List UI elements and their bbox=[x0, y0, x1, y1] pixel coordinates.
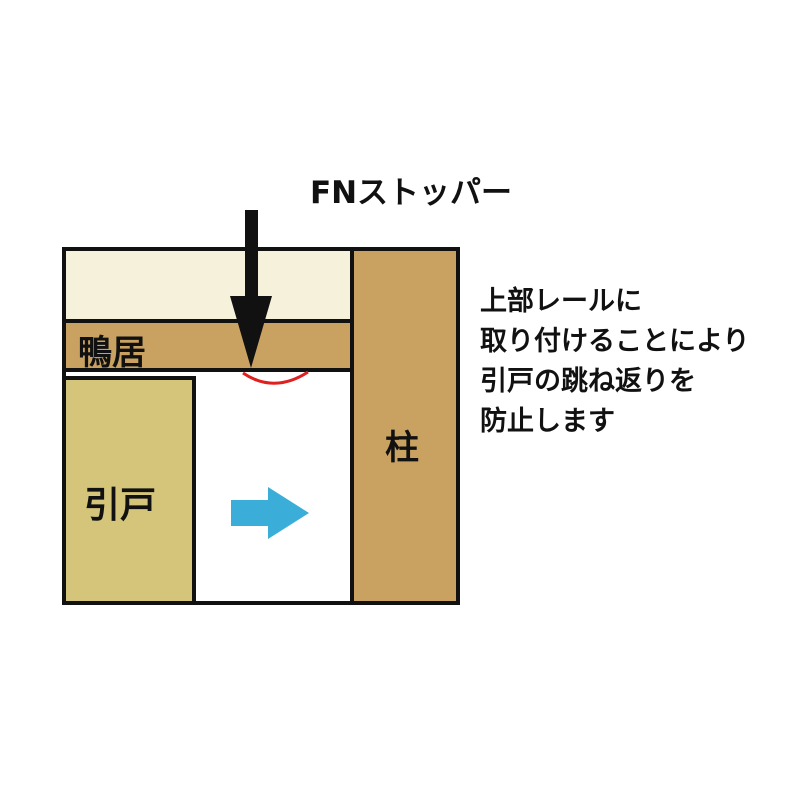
stopper-label: FNストッパー bbox=[309, 175, 513, 211]
down-arrow-icon bbox=[230, 210, 272, 368]
description-line: 取り付けることにより bbox=[480, 326, 750, 357]
description-line: 引戸の跳ね返りを bbox=[480, 366, 696, 397]
bounce-mark-icon bbox=[242, 370, 309, 385]
upper-rail bbox=[62, 247, 354, 323]
sliding-door-panel bbox=[62, 376, 196, 605]
description-text: 上部レールに 取り付けることにより 引戸の跳ね返りを 防止します bbox=[480, 282, 749, 442]
right-arrow-icon bbox=[231, 487, 309, 539]
sliding-door-label: 引戸 bbox=[84, 485, 157, 526]
pillar-label: 柱 bbox=[385, 428, 419, 468]
kamoi-beam bbox=[62, 319, 354, 372]
kamoi-label: 鴨居 bbox=[78, 333, 146, 373]
description-line: 防止します bbox=[480, 406, 615, 437]
description-line: 上部レールに bbox=[480, 286, 642, 317]
pillar bbox=[350, 247, 460, 605]
